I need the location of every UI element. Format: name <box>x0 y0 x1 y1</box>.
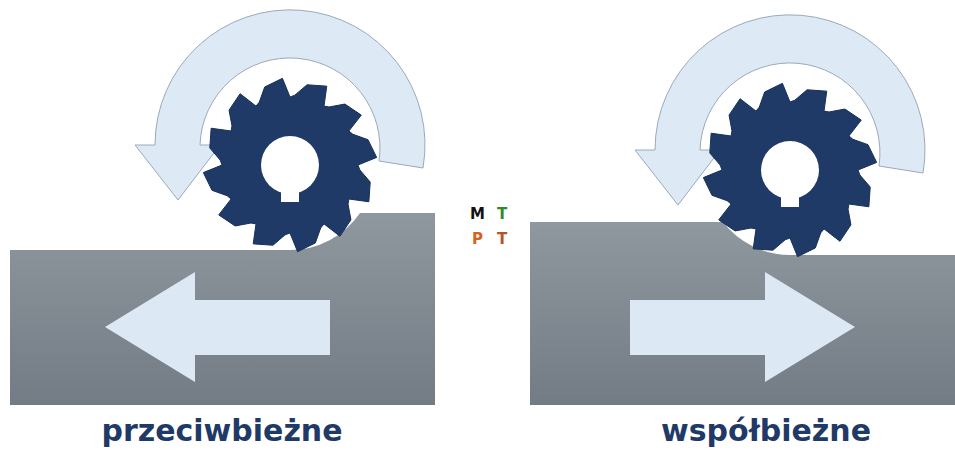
logo-letter: T <box>497 207 507 222</box>
keyway <box>781 190 799 207</box>
logo-letter: T <box>497 232 507 247</box>
cutter-body <box>703 83 876 256</box>
workpiece <box>530 222 955 405</box>
feed-arrow <box>630 272 855 382</box>
milling-mode-label: współbieżne <box>661 416 871 446</box>
logo-letter: P <box>472 232 483 247</box>
keyway <box>281 185 299 202</box>
feed-arrow <box>105 272 330 382</box>
cutter-body <box>203 78 376 251</box>
milling-mode-label: przeciwbieżne <box>101 416 342 446</box>
milling-cutter <box>203 78 376 251</box>
workpiece <box>10 213 435 405</box>
milling-cutter <box>703 83 876 256</box>
logo-letter: M <box>470 207 485 222</box>
